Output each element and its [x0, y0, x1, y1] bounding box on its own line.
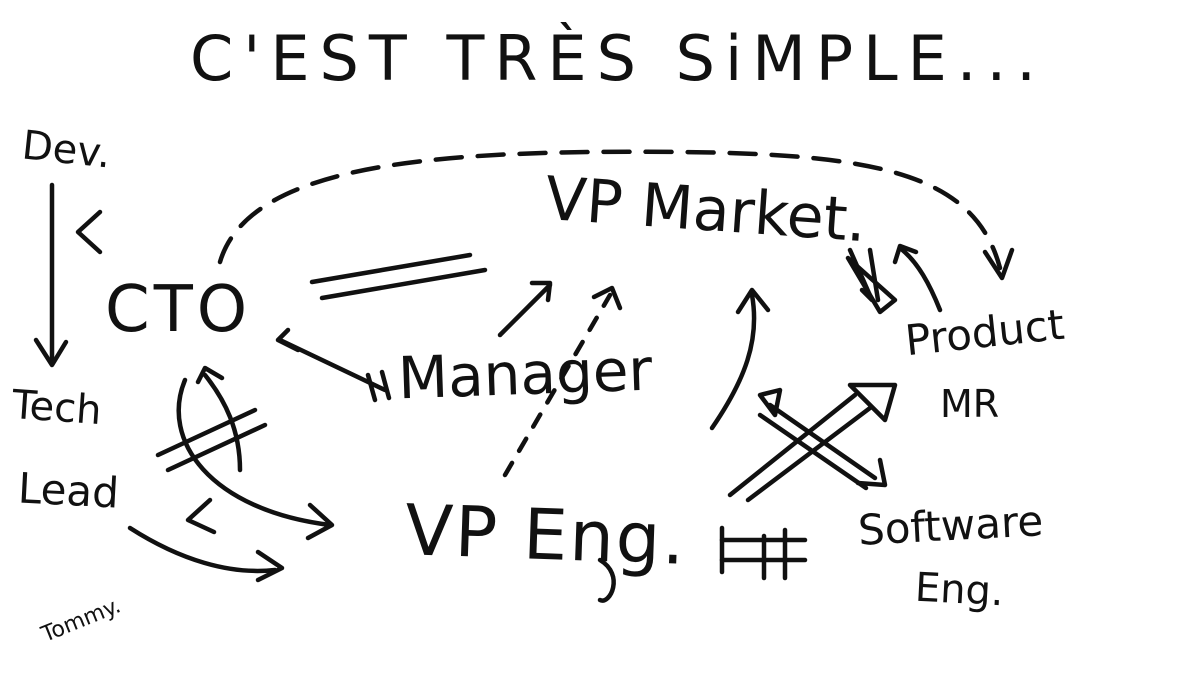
- vp-eng-to-vp-market-arrow: [709, 287, 771, 431]
- cto-vp-market-double-line: [309, 252, 488, 301]
- node-mr: MR: [940, 382, 1000, 426]
- node-dev: Dev.: [19, 122, 113, 178]
- vp-eng-tail: [597, 557, 616, 603]
- cto-vp-eng-arrows: [176, 365, 335, 541]
- manager-to-vp-market-arrow: [497, 280, 553, 338]
- crossing-arrows: [727, 382, 898, 503]
- node-eng: Eng.: [913, 564, 1005, 616]
- vp-market-product-arrows: [845, 243, 943, 315]
- dev-to-tech-arrow: [33, 182, 69, 368]
- node-cto: CTO: [105, 273, 252, 347]
- node-manager: Manager: [396, 335, 654, 413]
- tech-lead-cto-crossing: [155, 407, 268, 473]
- page-title: C'EST TRÈS SiMPLE...: [190, 22, 1046, 95]
- node-vp-eng: VP Eng.: [403, 489, 688, 581]
- node-tech: Tech: [10, 381, 104, 435]
- cto-manager-arrow: [275, 327, 392, 403]
- node-lead: Lead: [16, 463, 121, 518]
- vp-eng-to-vp-market-dotted-arrow: [502, 285, 623, 478]
- node-software: Software: [856, 496, 1045, 555]
- vp-eng-software-eng-hash: [719, 525, 808, 581]
- less-than-mark: [75, 209, 103, 255]
- lead-vp-eng-arrows: [127, 497, 285, 583]
- cto-to-product-dashed-arrow: [217, 149, 1015, 281]
